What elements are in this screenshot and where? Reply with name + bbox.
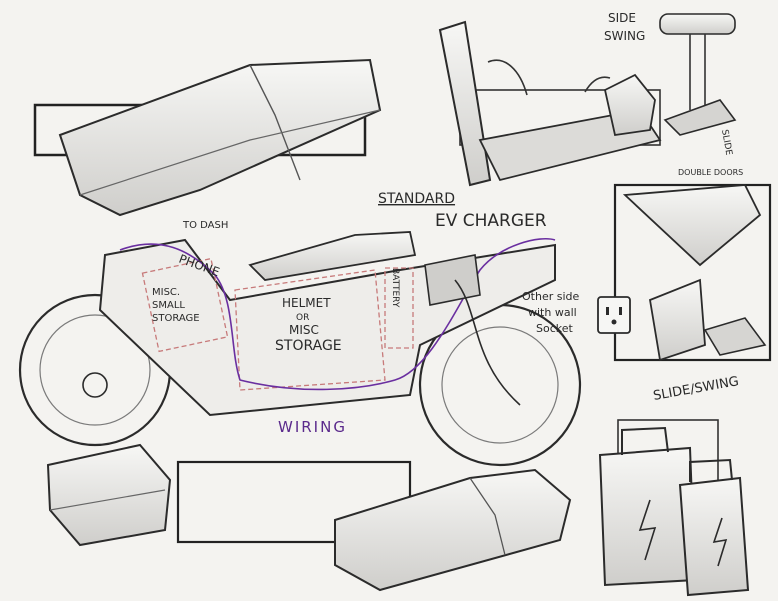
double-doors-sketch: DOUBLE DOORS SLIDE/SWING xyxy=(613,168,772,404)
misc-small-storage-label-1: MISC. xyxy=(152,287,180,298)
helmet-storage-label-1: HELMET xyxy=(282,296,331,310)
side-swing-sketch: SIDE SWING SLIDE xyxy=(604,11,737,157)
side-swing-label-2: SWING xyxy=(604,29,645,43)
socket-note-label-1: Other side xyxy=(522,290,579,303)
socket-note-label-2: with wall xyxy=(528,306,577,319)
to-dash-label: TO DASH xyxy=(182,220,228,231)
double-doors-label: DOUBLE DOORS xyxy=(678,168,743,177)
seat-sketch-bottom-center xyxy=(176,460,572,592)
battery-label: BATTERY xyxy=(390,268,400,308)
helmet-storage-label-4: STORAGE xyxy=(275,338,342,354)
standard-label: STANDARD xyxy=(378,191,455,207)
helmet-storage-label-2: OR xyxy=(296,313,309,323)
slide-swing-label: SLIDE/SWING xyxy=(652,374,740,404)
wall-socket-icon xyxy=(597,296,631,334)
battery-packs-sketch xyxy=(598,419,750,597)
misc-small-storage-label-2: SMALL xyxy=(152,300,185,311)
seat-open-sketch xyxy=(438,20,662,187)
wiring-label: WIRING xyxy=(278,418,347,436)
seat-sketch-bottom-left xyxy=(46,443,172,547)
seat-sketch-top xyxy=(33,58,382,217)
helmet-storage-label-3: MISC xyxy=(289,323,319,337)
motorcycle-sketch xyxy=(18,231,582,467)
misc-small-storage-label-3: STORAGE xyxy=(152,313,200,324)
slide-label: SLIDE xyxy=(719,129,733,157)
socket-note-label-3: Socket xyxy=(536,322,574,335)
ev-charger-label: EV CHARGER xyxy=(435,211,547,231)
side-swing-label-1: SIDE xyxy=(608,11,636,25)
